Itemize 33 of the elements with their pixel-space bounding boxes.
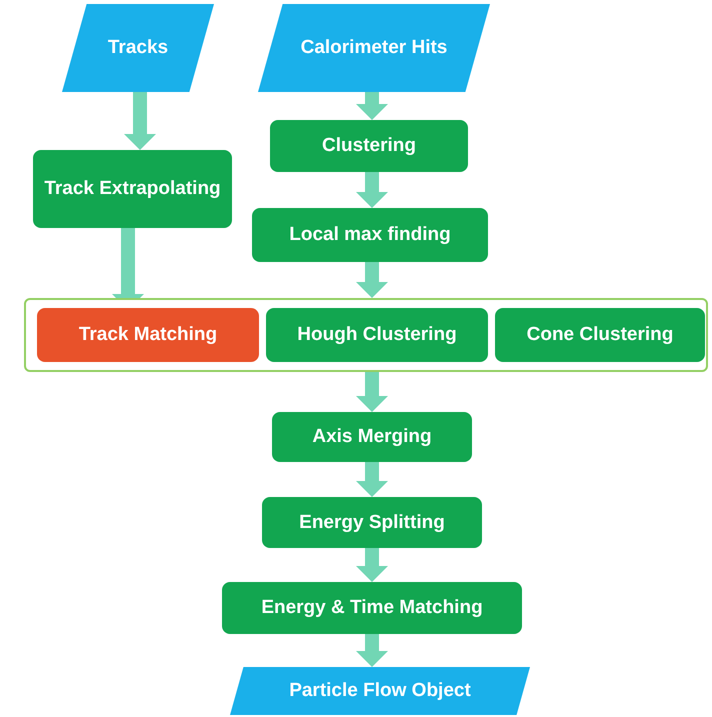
arrow [124,92,156,150]
node-label: Clustering [322,134,416,158]
node-label: Axis Merging [312,425,432,449]
node-label: Calorimeter Hits [300,36,448,60]
process-box [37,308,259,362]
data-parallelogram [258,4,490,92]
process-box [272,412,472,462]
process-box [495,308,705,362]
arrow [356,172,388,208]
process-box [266,308,488,362]
arrow [356,262,388,298]
node-label: Tracks [108,36,168,60]
group-box [24,298,708,372]
data-parallelogram [230,667,530,715]
arrow [356,462,388,497]
arrow [356,372,388,412]
node-label: Track Extrapolating [44,177,221,201]
process-box [33,150,232,228]
process-box [222,582,522,634]
node-label: Hough Clustering [297,323,457,347]
arrow [356,548,388,582]
process-box [262,497,482,548]
node-label: Track Matching [78,323,218,347]
node-label: Cone Clustering [526,323,674,347]
node-label: Energy Splitting [299,510,445,534]
node-label: Local max finding [289,223,451,247]
process-box [270,120,468,172]
node-label: Energy & Time Matching [261,596,483,620]
arrow [356,92,388,120]
node-label: Particle Flow Object [289,679,471,703]
data-parallelogram [62,4,214,92]
process-box [252,208,488,262]
arrow [356,634,388,667]
